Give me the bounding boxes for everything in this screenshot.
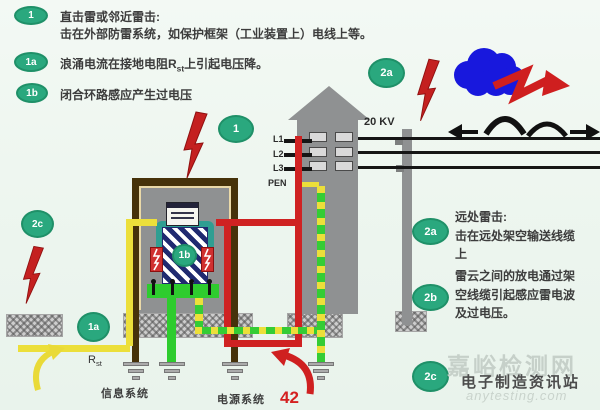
legend-1-line1: 直击雷或邻近雷击:: [60, 10, 160, 24]
tower-terminal: [309, 161, 327, 171]
line-label-pen: PEN: [268, 178, 287, 188]
power-feed-horizontal: [216, 219, 302, 226]
power-line-2: [358, 151, 600, 154]
surge-arrester-left-icon: [150, 247, 163, 272]
legend-2a-text: 远处雷击: 击在远处架空输送线缆 上: [455, 210, 576, 261]
diagram-marker-1: 1: [218, 115, 254, 143]
utility-pole: [402, 129, 412, 325]
legend-1b-text: 闭合环路感应产生过电压: [60, 88, 193, 102]
pe-wire-down: [195, 298, 203, 330]
earth-electrode-icon: [308, 362, 334, 366]
lightning-bolt-ground-strike-icon: [22, 245, 44, 304]
line-label-l2: L2: [273, 149, 284, 159]
cloud-discharge-bolt-icon: [492, 64, 570, 105]
pen-stub: [299, 182, 319, 187]
earth-electrode-icon: [222, 362, 248, 366]
info-system-arrow-icon: [33, 344, 65, 391]
pe-bonding-horizontal: [195, 327, 325, 334]
tower-terminal: [335, 161, 353, 171]
info-system-label: 信息系统: [101, 388, 149, 400]
watermark-tagline: 电子制造资讯站: [461, 374, 581, 391]
legend-2b-text: 雷云之间的放电通过架 空线缆引起感应雷电波 及过电压。: [455, 269, 576, 320]
watermark-url: anytesting.com: [466, 388, 568, 403]
power-line-3: [358, 166, 600, 169]
tower-roof: [288, 86, 370, 120]
computer-icon: [166, 202, 199, 226]
diagram-marker-2a: 2a: [368, 58, 405, 88]
tower-terminal: [335, 132, 353, 142]
power-feed-vertical: [295, 136, 302, 347]
pen-conductor-vertical: [317, 186, 325, 362]
earth-electrode-icon: [159, 362, 185, 366]
building-wall-top: [132, 178, 238, 186]
legend-marker-1b: 1b: [16, 83, 48, 103]
power-system-number: 42: [280, 388, 299, 407]
info-wire-vertical: [126, 219, 133, 346]
legend-1a-text: 浪涌电流在接地电阻Rst上引起电压降。: [60, 57, 269, 74]
power-loop-bottom: [224, 340, 302, 347]
building-wall-inner-top: [139, 186, 231, 188]
legend-marker-1a: 1a: [14, 52, 48, 72]
earth-block-left: [6, 314, 63, 337]
watermark-site-name: 嘉峪检测网: [447, 353, 577, 379]
surge-arrester-right-icon: [201, 247, 214, 272]
legend-marker-1: 1: [14, 6, 48, 25]
travelling-wave-arrows-icon: [448, 116, 600, 140]
ground-busbar: [147, 284, 219, 298]
tower-terminal: [309, 132, 327, 142]
thundercloud-icon: [454, 48, 524, 96]
building-wall-inner-left: [139, 186, 141, 310]
legend-1-line2: 击在外部防雷系统，如保护框架（工业装置上）电线上等。: [60, 27, 373, 41]
legend-marker-2c: 2c: [412, 361, 449, 392]
lightning-bolt-remote-strike-icon: [417, 58, 440, 121]
earth-wire-green: [167, 298, 176, 362]
legend-marker-2b: 2b: [412, 284, 449, 311]
power-loop-left: [224, 226, 231, 345]
building-wall-left: [132, 178, 139, 362]
line-label-l3: L3: [273, 163, 284, 173]
info-wire-horizontal: [18, 345, 130, 352]
power-system-label: 电源系统: [217, 394, 265, 406]
diagram-marker-2c: 2c: [21, 210, 54, 238]
tower-terminal: [309, 147, 327, 157]
tower-terminal: [335, 147, 353, 157]
resistance-label: Rst: [88, 354, 102, 369]
legend-marker-2a: 2a: [412, 218, 449, 245]
zigzag-icon: [203, 248, 212, 271]
voltage-label: 20 KV: [364, 116, 395, 128]
diagram-marker-1b: 1b: [172, 244, 197, 267]
diagram-marker-1a: 1a: [77, 312, 110, 342]
info-wire-stub: [126, 219, 157, 226]
line-label-l1: L1: [273, 134, 284, 144]
zigzag-icon: [152, 248, 161, 271]
lightning-bolt-direct-strike-icon: [183, 111, 208, 179]
power-line-1: [358, 137, 600, 140]
earth-electrode-icon: [123, 362, 149, 366]
building-wall-right: [231, 178, 238, 362]
power-system-arrow-icon: [271, 348, 314, 395]
pole-bracket: [395, 138, 403, 145]
